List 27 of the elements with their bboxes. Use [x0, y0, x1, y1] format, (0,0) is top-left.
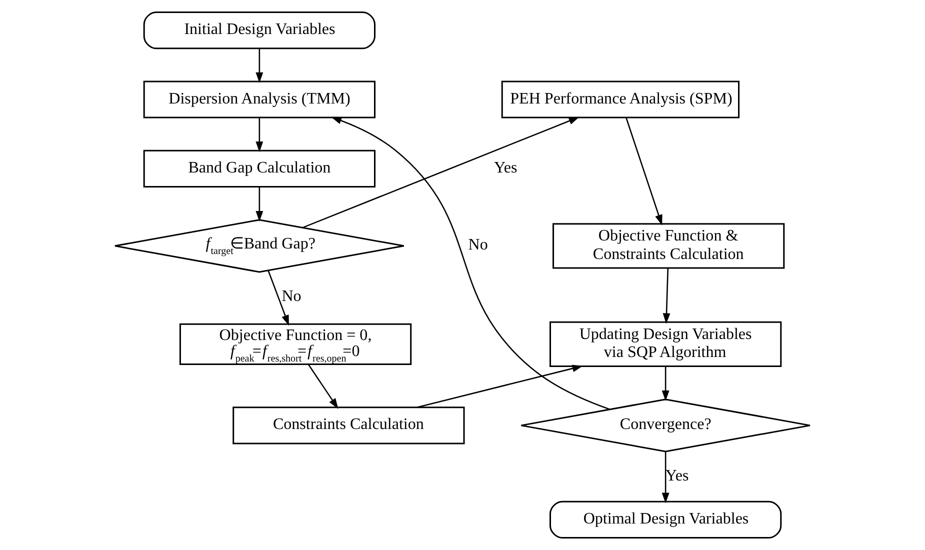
- node-box: Dispersion Analysis (TMM): [143, 80, 376, 118]
- arrow: [302, 116, 580, 228]
- arrow: [308, 364, 338, 409]
- arrow: [662, 366, 670, 402]
- node-diamond: f$_{target}$∈Band Gap?: [114, 219, 405, 273]
- arrow: [662, 268, 670, 324]
- node-box: Constraints Calculation: [232, 406, 465, 444]
- node-diamond: Convergence?: [520, 398, 811, 452]
- node-box: Optimal Design Variables: [550, 500, 782, 538]
- node-box: Updating Design Variables via SQP Algorithm: [550, 321, 782, 368]
- edge-label: No: [282, 288, 302, 305]
- arrow: [662, 452, 670, 504]
- edge-label: No: [468, 236, 488, 254]
- edge-label: Yes: [494, 160, 518, 177]
- arrow: [626, 117, 662, 226]
- arrow: [268, 270, 289, 326]
- edge-label: Yes: [665, 467, 689, 484]
- arrow: [256, 118, 264, 152]
- node-box: Band Gap Calculation: [143, 150, 376, 188]
- arrow: [256, 48, 264, 83]
- node-box: Objective Function = 0, f$_{peak}$=f$_{res,short}$=f$_{res,open}$=0: [179, 323, 412, 365]
- arrow: [256, 186, 264, 222]
- node-box: PEH Performance Analysis (SPM): [501, 80, 740, 118]
- arrow: [416, 364, 583, 408]
- arrow: [330, 116, 610, 410]
- node-box: Initial Design Variables: [143, 12, 376, 50]
- node-box: Objective Function & Constraints Calculation: [552, 223, 785, 269]
